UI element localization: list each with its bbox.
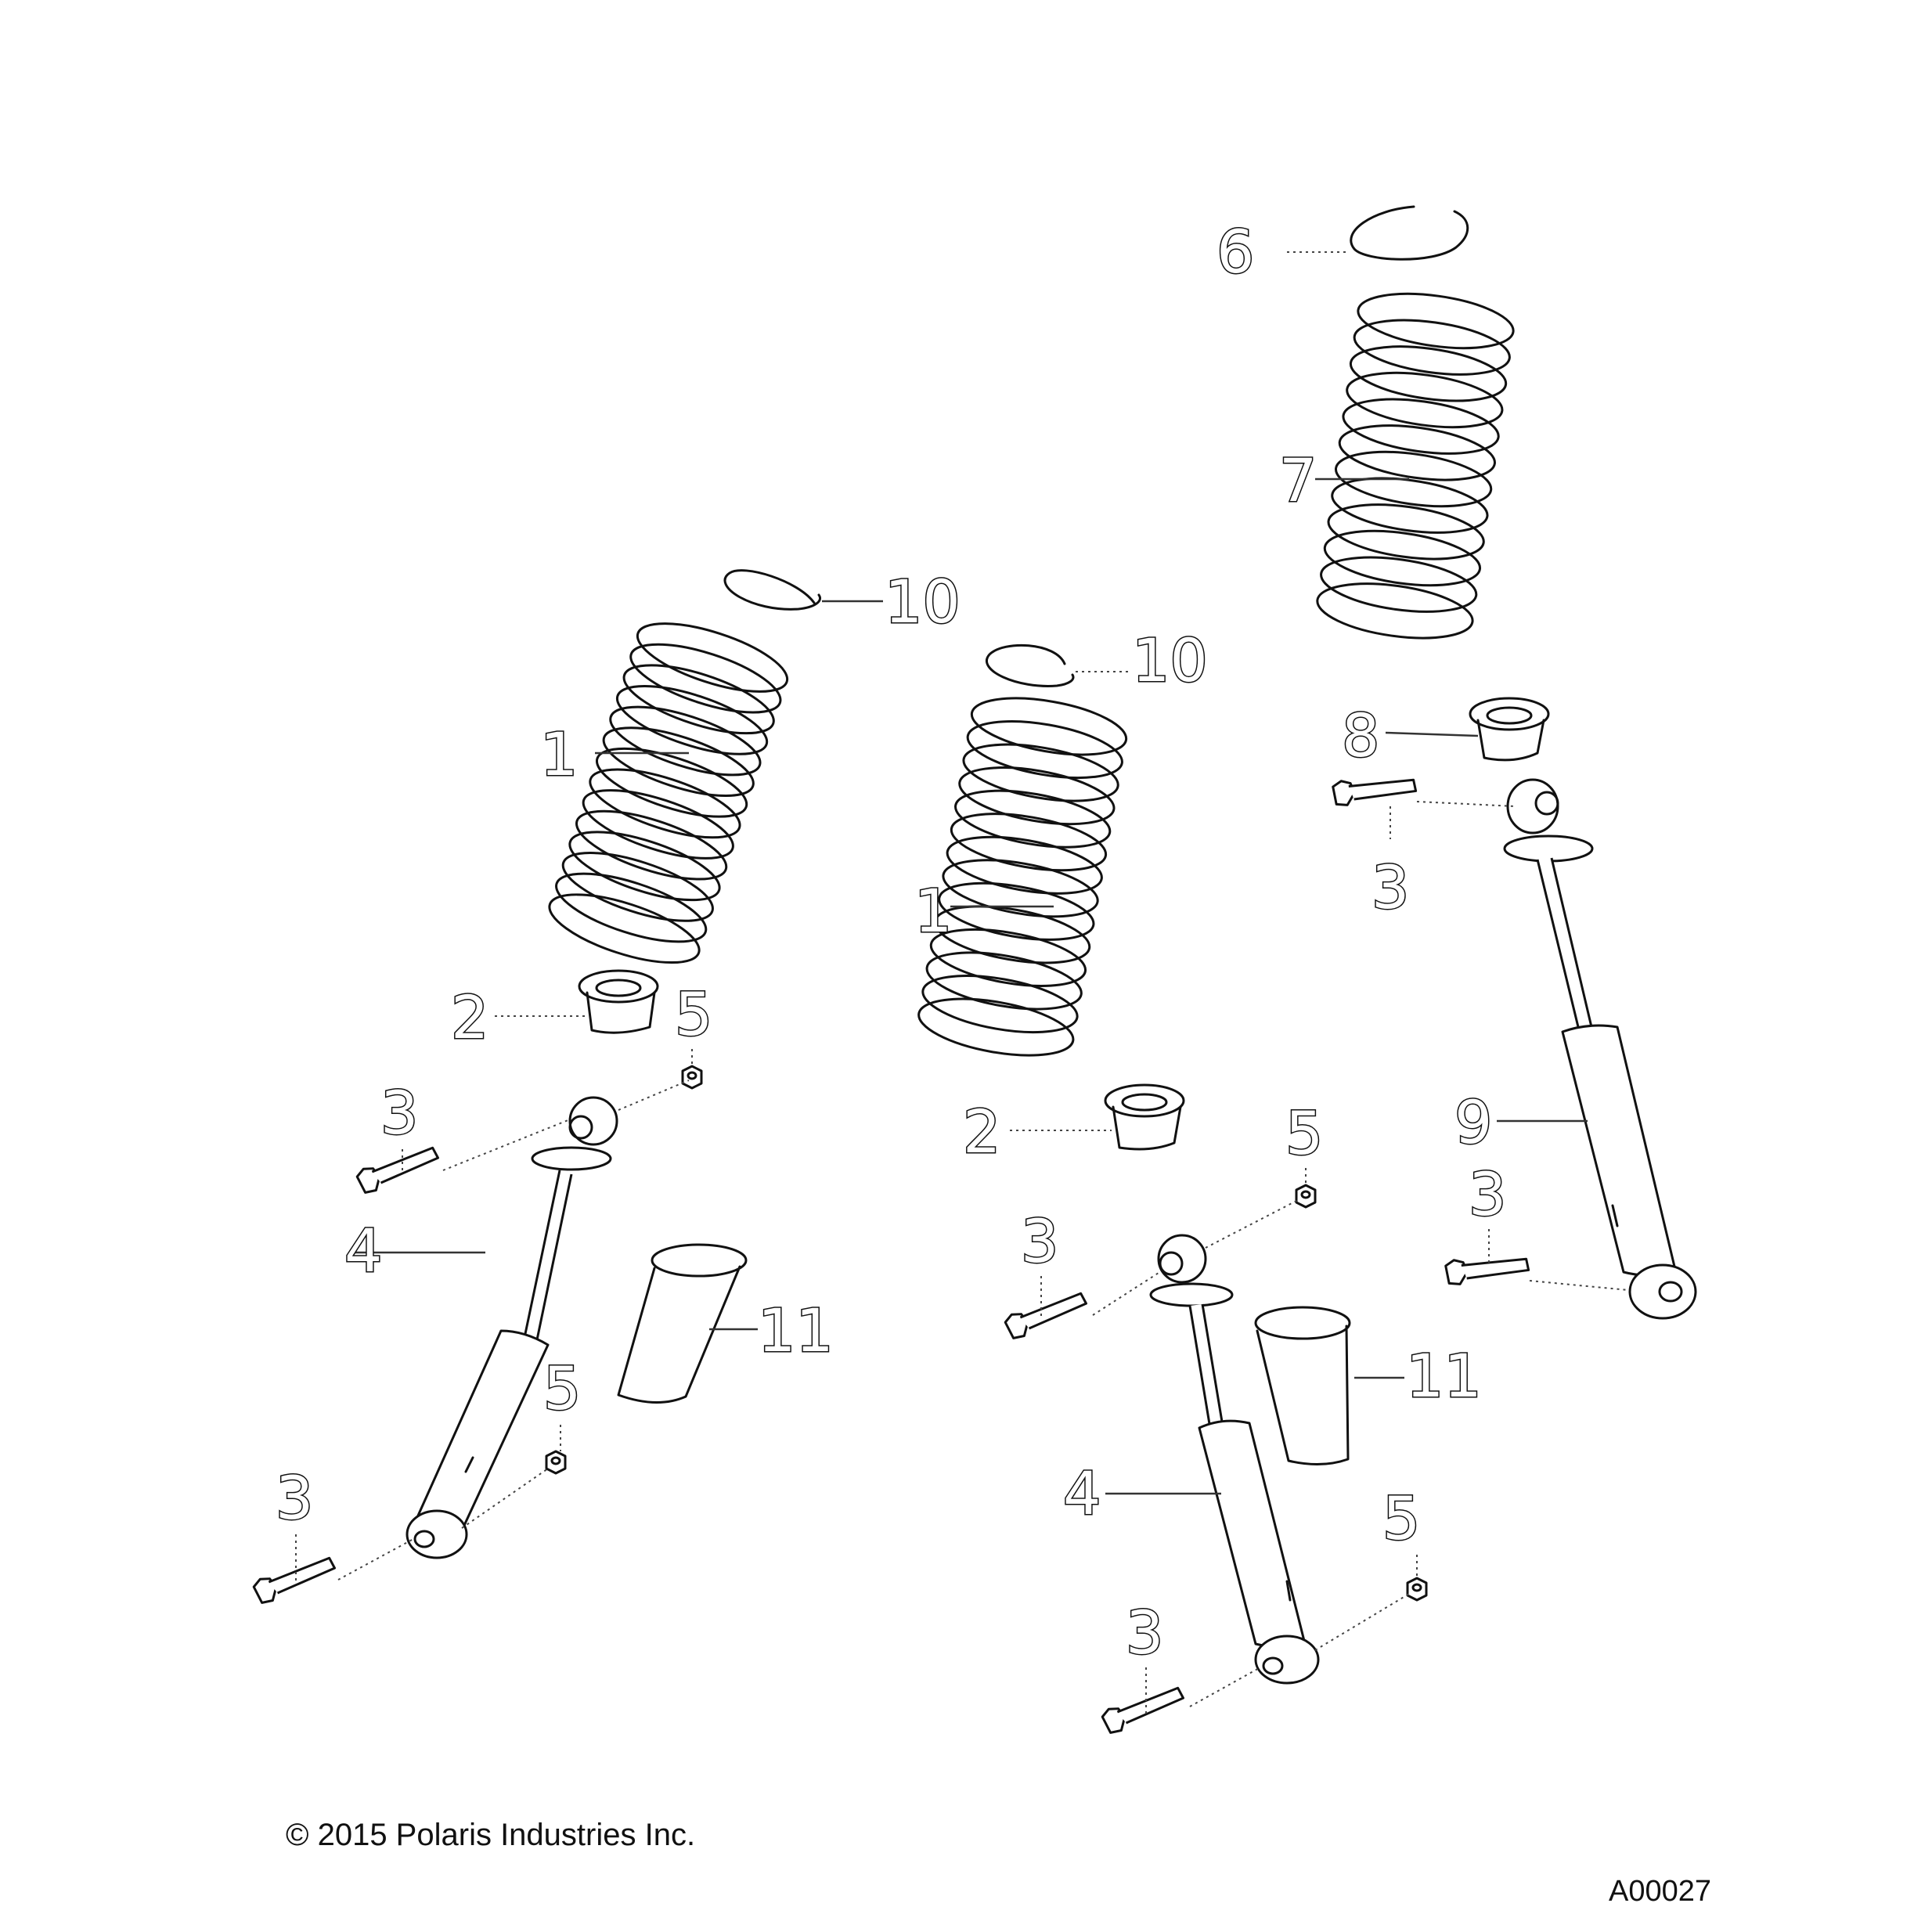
leader-8 <box>1385 731 1479 737</box>
callout-3-left-bottom: 3 <box>276 1463 313 1533</box>
callout-4-mid: 4 <box>1063 1458 1101 1528</box>
callout-2-left: 2 <box>451 982 488 1052</box>
callout-8: 8 <box>1342 701 1379 770</box>
callout-2-mid: 2 <box>963 1097 1000 1166</box>
callout-10-left: 10 <box>885 567 961 636</box>
callout-11-mid: 11 <box>1406 1341 1482 1411</box>
bolt-mid-top <box>1001 1291 1091 1341</box>
leader-5b-axis <box>461 1468 549 1529</box>
shock-absorber-mid <box>1149 1234 1320 1685</box>
callout-3-mid-bottom: 3 <box>1126 1598 1163 1667</box>
retaining-ring-right <box>1350 205 1469 261</box>
spring-seat-mid <box>1104 1083 1185 1151</box>
spring-seat-left <box>578 969 659 1034</box>
leader-3a-axis <box>442 1119 571 1171</box>
callout-5-mid-top: 5 <box>1285 1098 1323 1168</box>
leader-5d-axis <box>1314 1593 1410 1651</box>
retaining-ring-left <box>723 569 821 611</box>
callout-4-left: 4 <box>344 1216 382 1285</box>
nut-mid-bottom <box>1406 1577 1428 1602</box>
boot-sleeve-mid <box>1254 1306 1351 1466</box>
leader-3f-axis <box>1529 1280 1629 1291</box>
leader-5a-axis <box>618 1080 690 1111</box>
coil-spring-left <box>541 608 796 979</box>
callout-1-mid: 1 <box>914 876 952 946</box>
callout-3-right-bottom: 3 <box>1469 1159 1506 1229</box>
callout-3-right-top: 3 <box>1372 852 1409 922</box>
leader-3b-axis <box>337 1538 414 1581</box>
callout-6: 6 <box>1217 217 1254 287</box>
coil-spring-right <box>1312 283 1518 648</box>
figure-id: A00027 <box>1609 1875 1712 1908</box>
nut-mid-top <box>1295 1184 1317 1209</box>
bolt-mid-bottom <box>1098 1685 1188 1736</box>
leader-3c-axis <box>1092 1272 1159 1316</box>
boot-sleeve-left <box>617 1243 748 1404</box>
callout-5-left-top: 5 <box>675 979 712 1049</box>
callout-7: 7 <box>1279 445 1317 515</box>
leader-3d-axis <box>1189 1667 1261 1707</box>
callout-3-left-top: 3 <box>380 1078 418 1148</box>
callout-9: 9 <box>1454 1087 1492 1157</box>
spring-seat-right <box>1469 697 1550 762</box>
shock-absorber-right <box>1503 778 1697 1320</box>
callout-1-left: 1 <box>540 719 578 789</box>
shock-absorber-left <box>406 1096 618 1559</box>
bolt-right-top <box>1330 773 1418 811</box>
bolt-left-bottom <box>250 1555 340 1606</box>
leader-3e-axis <box>1416 801 1516 807</box>
bolt-left-top <box>353 1145 443 1195</box>
callout-5-left-bottom: 5 <box>543 1353 581 1423</box>
bolt-right-bottom <box>1443 1252 1531 1290</box>
callout-11-left: 11 <box>758 1296 834 1365</box>
nut-left-bottom <box>545 1450 567 1475</box>
callout-10-mid: 10 <box>1132 625 1208 695</box>
copyright-notice: © 2015 Polaris Industries Inc. <box>286 1818 696 1852</box>
retaining-ring-mid <box>986 643 1075 687</box>
nut-left-top <box>681 1065 703 1090</box>
leader-5c-axis <box>1205 1198 1300 1249</box>
callout-5-mid-bottom: 5 <box>1382 1483 1420 1553</box>
callout-3-mid-top: 3 <box>1021 1206 1058 1276</box>
